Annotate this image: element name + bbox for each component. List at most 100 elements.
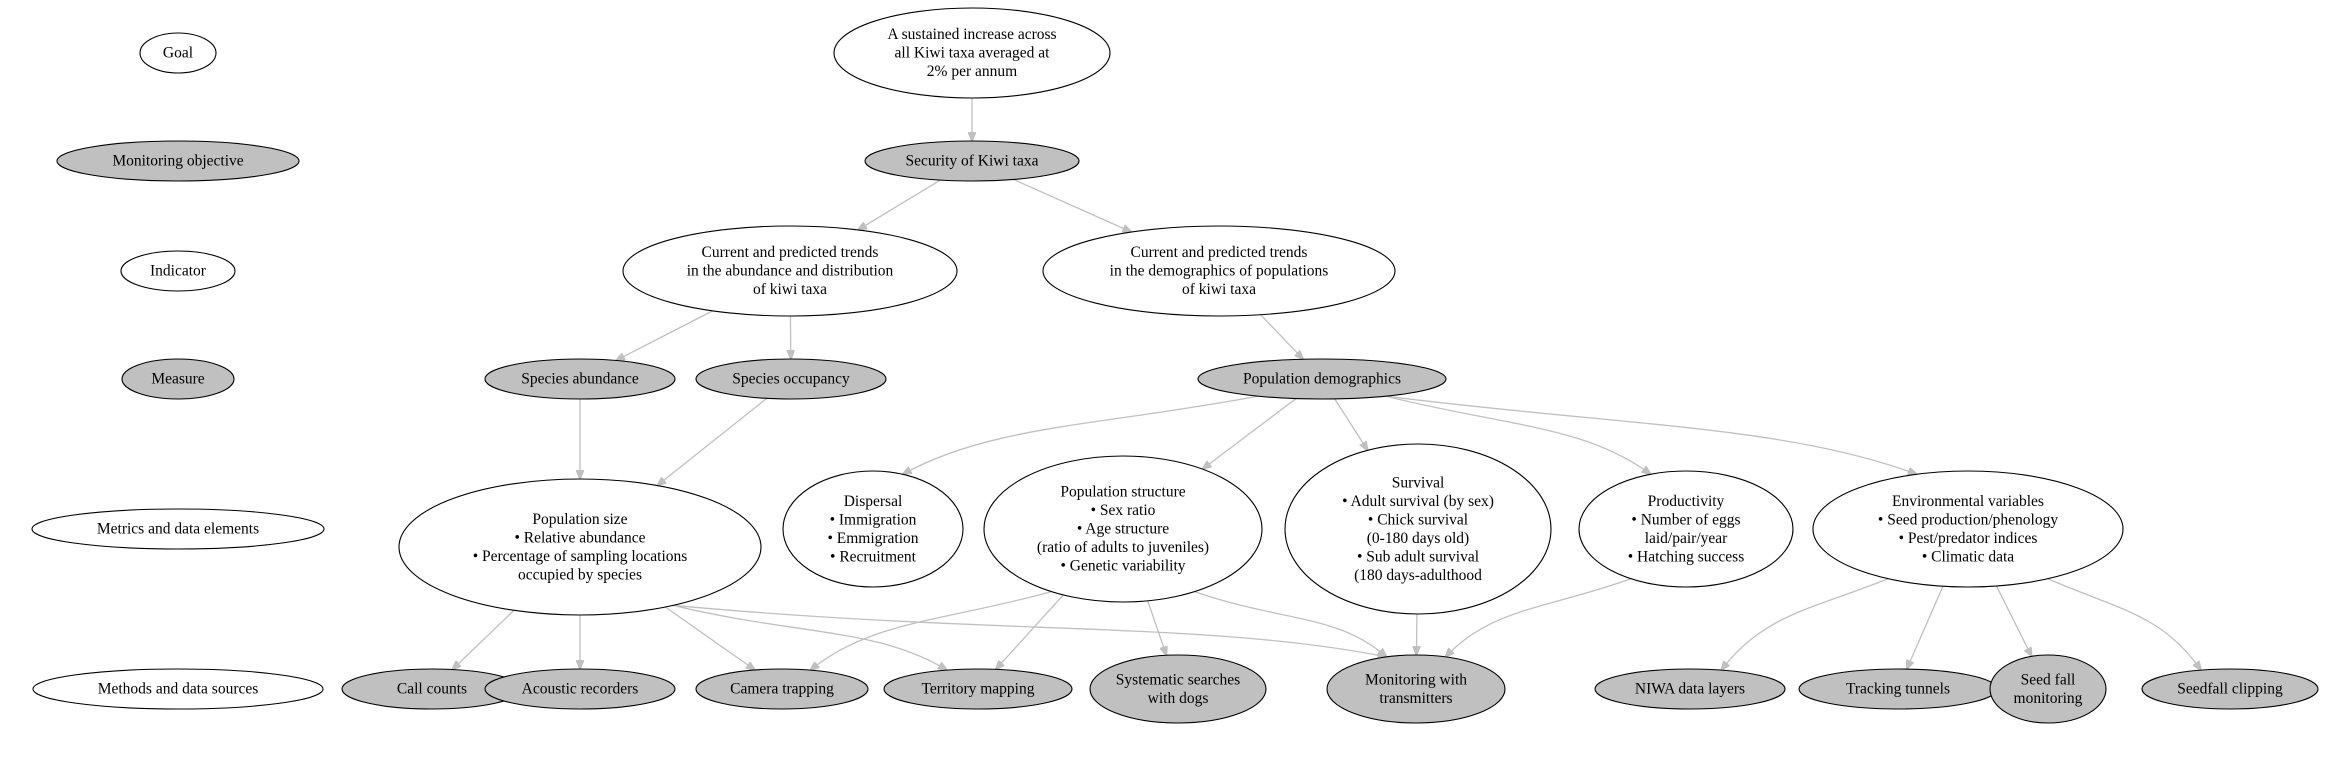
systematic-searches-label: Systematic searches bbox=[1116, 671, 1240, 688]
call-counts-label: Call counts bbox=[397, 681, 467, 698]
productivity-label: Productivity bbox=[1648, 493, 1725, 510]
level-goal-label: Goal bbox=[163, 45, 193, 62]
survival-label: • Adult survival (by sex) bbox=[1342, 493, 1494, 510]
dispersal-label: Dispersal bbox=[844, 493, 903, 510]
security-label: Security of Kiwi taxa bbox=[905, 153, 1038, 170]
seedfall-clipping-label: Seedfall clipping bbox=[2177, 681, 2283, 698]
edge-population-demographics-to-population-structure bbox=[1202, 398, 1297, 470]
acoustic-recorders-label: Acoustic recorders bbox=[522, 681, 639, 698]
edge-population-structure-to-camera-trapping bbox=[810, 590, 1052, 671]
edge-environmental-to-tracking-tunnels bbox=[1907, 585, 1944, 669]
population-size-node bbox=[398, 478, 762, 616]
environmental-label: Environmental variables bbox=[1892, 493, 2044, 510]
edge-security-to-trend-demographics bbox=[1013, 178, 1131, 232]
dispersal-label: • Emmigration bbox=[827, 530, 918, 547]
territory-mapping-node bbox=[883, 668, 1073, 710]
level-measure-shape bbox=[121, 358, 235, 400]
population-size-label: • Percentage of sampling locations bbox=[473, 548, 688, 565]
monitoring-transmitters-label: transmitters bbox=[1379, 690, 1452, 707]
species-occupancy-label: Species occupancy bbox=[732, 371, 850, 388]
edge-environmental-to-seed-fall-monitoring bbox=[1995, 585, 2032, 656]
survival-label: Survival bbox=[1392, 474, 1445, 491]
dispersal-label: • Recruitment bbox=[830, 548, 917, 565]
territory-mapping-label: Territory mapping bbox=[922, 681, 1035, 698]
edge-trend-abundance-to-species-abundance bbox=[616, 310, 713, 361]
niwa-data-layers-label: NIWA data layers bbox=[1635, 681, 1745, 698]
edge-population-demographics-to-productivity bbox=[1385, 395, 1651, 474]
survival-node bbox=[1284, 443, 1552, 615]
dispersal-node bbox=[782, 470, 964, 588]
level-indicator-shape bbox=[120, 250, 236, 292]
security-node bbox=[864, 140, 1080, 182]
productivity-node bbox=[1578, 470, 1794, 588]
population-structure-label: • Age structure bbox=[1077, 521, 1169, 538]
level-objective-shape bbox=[56, 140, 300, 182]
edge-environmental-to-seedfall-clipping bbox=[2047, 578, 2201, 670]
edge-population-demographics-to-survival bbox=[1334, 398, 1368, 450]
survival-label: (0-180 days old) bbox=[1367, 530, 1469, 547]
seed-fall-monitoring-label: Seed fall bbox=[2021, 671, 2076, 688]
trend-demographics-label: Current and predicted trends bbox=[1131, 244, 1308, 261]
edge-trend-demographics-to-population-demographics bbox=[1260, 314, 1303, 360]
edge-survival-to-monitoring-transmitters bbox=[1416, 613, 1417, 655]
trend-demographics-label: in the demographics of populations bbox=[1110, 263, 1329, 280]
trend-abundance-node bbox=[622, 225, 958, 317]
level-measure-label: Measure bbox=[151, 371, 204, 388]
environmental-label: • Pest/predator indices bbox=[1899, 530, 2038, 547]
trend-abundance-label: Current and predicted trends bbox=[702, 244, 879, 261]
population-demographics-label: Population demographics bbox=[1243, 371, 1401, 388]
edge-population-demographics-to-dispersal bbox=[903, 395, 1259, 474]
level-metrics-shape bbox=[31, 508, 325, 550]
acoustic-recorders-node bbox=[484, 668, 676, 710]
systematic-searches-node bbox=[1089, 654, 1267, 724]
edge-population-size-to-call-counts bbox=[452, 609, 515, 669]
edge-population-structure-to-territory-mapping bbox=[996, 594, 1064, 669]
population-size-label: Population size bbox=[532, 511, 627, 528]
monitoring-transmitters-node bbox=[1326, 654, 1506, 724]
level-goal-shape bbox=[139, 32, 217, 74]
species-abundance-node bbox=[484, 358, 676, 400]
camera-trapping-label: Camera trapping bbox=[730, 681, 834, 698]
monitoring-transmitters-label: Monitoring with bbox=[1365, 671, 1467, 688]
environmental-label: • Seed production/phenology bbox=[1878, 511, 2058, 528]
edge-population-demographics-to-environmental bbox=[1385, 395, 1917, 474]
survival-label: • Sub adult survival bbox=[1357, 548, 1479, 565]
edge-population-structure-to-systematic-searches bbox=[1147, 600, 1167, 655]
camera-trapping-node bbox=[695, 668, 869, 710]
seedfall-clipping-node bbox=[2141, 668, 2319, 710]
edges-layer bbox=[452, 98, 2201, 670]
population-structure-label: • Genetic variability bbox=[1060, 558, 1185, 575]
productivity-label: • Hatching success bbox=[1628, 548, 1744, 565]
population-structure-label: • Sex ratio bbox=[1091, 502, 1156, 519]
goal-label: 2% per annum bbox=[927, 63, 1017, 80]
population-structure-label: Population structure bbox=[1060, 484, 1185, 501]
population-structure-node bbox=[983, 455, 1263, 603]
niwa-data-layers-node bbox=[1594, 668, 1786, 710]
survival-label: (180 days-adulthood bbox=[1354, 567, 1482, 584]
edge-environmental-to-niwa-data-layers bbox=[1721, 578, 1889, 670]
trend-abundance-label: in the abundance and distribution bbox=[687, 263, 894, 280]
environmental-node bbox=[1812, 470, 2124, 588]
level-objective-label: Monitoring objective bbox=[112, 153, 243, 170]
survival-label: • Chick survival bbox=[1368, 511, 1468, 528]
level-metrics-label: Metrics and data elements bbox=[97, 521, 259, 538]
environmental-label: • Climatic data bbox=[1922, 548, 2014, 565]
edge-species-occupancy-to-population-size bbox=[657, 397, 768, 485]
level-methods-shape bbox=[32, 668, 324, 710]
trend-demographics-node bbox=[1042, 225, 1396, 317]
edge-population-size-to-camera-trapping bbox=[664, 606, 755, 670]
trend-abundance-label: of kiwi taxa bbox=[753, 281, 827, 298]
goal-label: all Kiwi taxa averaged at bbox=[895, 45, 1051, 62]
level-indicator-label: Indicator bbox=[150, 263, 207, 280]
species-abundance-label: Species abundance bbox=[521, 371, 639, 388]
population-size-label: • Relative abundance bbox=[514, 529, 645, 546]
goal-node bbox=[833, 7, 1111, 99]
species-occupancy-node bbox=[695, 358, 887, 400]
population-demographics-node bbox=[1197, 358, 1447, 400]
seed-fall-monitoring-label: monitoring bbox=[2014, 690, 2083, 707]
productivity-label: laid/pair/year bbox=[1645, 530, 1728, 547]
tracking-tunnels-label: Tracking tunnels bbox=[1846, 681, 1950, 698]
population-structure-label: (ratio of adults to juveniles) bbox=[1037, 539, 1209, 556]
edge-security-to-trend-abundance bbox=[858, 179, 941, 230]
